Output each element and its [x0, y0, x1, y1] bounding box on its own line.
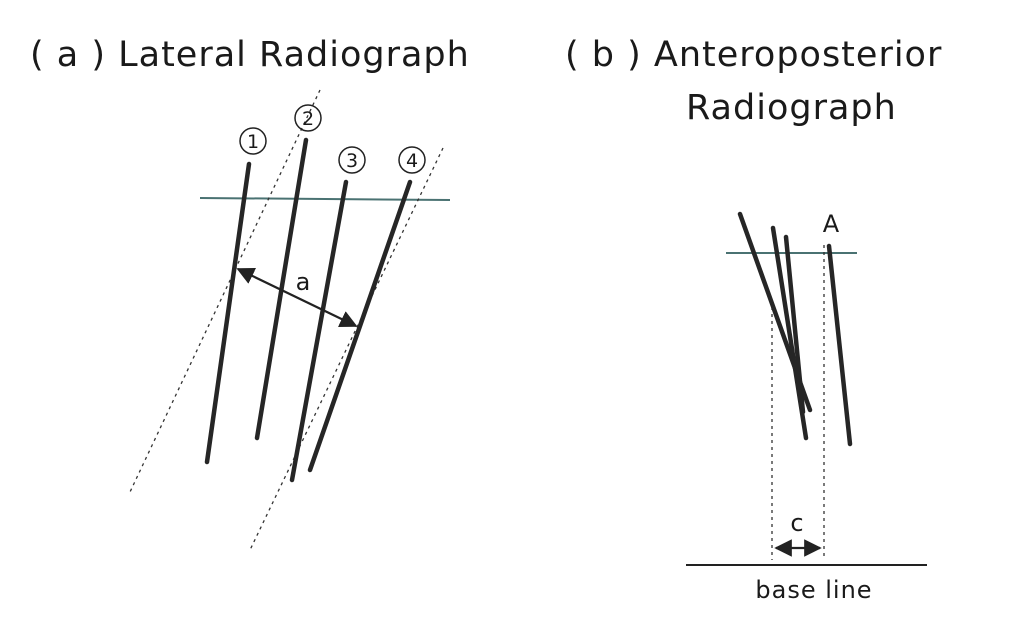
svg-text:1: 1	[247, 131, 259, 153]
rod-label-2: 2	[294, 104, 322, 132]
svg-text:4: 4	[406, 150, 418, 172]
rod-3	[289, 179, 349, 483]
offset-label-c: c	[790, 509, 803, 537]
svg-text:2: 2	[302, 108, 314, 130]
distance-arrow-a	[236, 267, 358, 328]
panel-b-title-line1: ( b ) Anteroposterior	[565, 35, 942, 75]
lateral-reference-line	[199, 197, 451, 201]
rod-label-3: 3	[338, 146, 366, 174]
guide-line-left	[129, 89, 321, 493]
panel-a-title: ( a ) Lateral Radiograph	[30, 35, 470, 75]
rod-4	[307, 179, 413, 473]
rod-label-1: 1	[239, 127, 267, 155]
panel-a-lateral: ( a ) Lateral Radiograph 1 2 3 4 a	[30, 35, 470, 551]
distance-label-a: a	[296, 268, 311, 296]
svg-text:3: 3	[346, 150, 358, 172]
panel-b-anteroposterior: ( b ) Anteroposterior Radiograph A c bas…	[565, 35, 942, 604]
ap-rod-4	[826, 243, 853, 447]
ap-rod-3	[783, 234, 806, 415]
base-line-label: base line	[755, 576, 872, 604]
panel-b-title-line2: Radiograph	[686, 88, 897, 128]
rod-1	[204, 161, 252, 465]
point-label-a: A	[823, 210, 840, 238]
guide-line-right	[249, 147, 444, 551]
rod-label-4: 4	[398, 146, 426, 174]
